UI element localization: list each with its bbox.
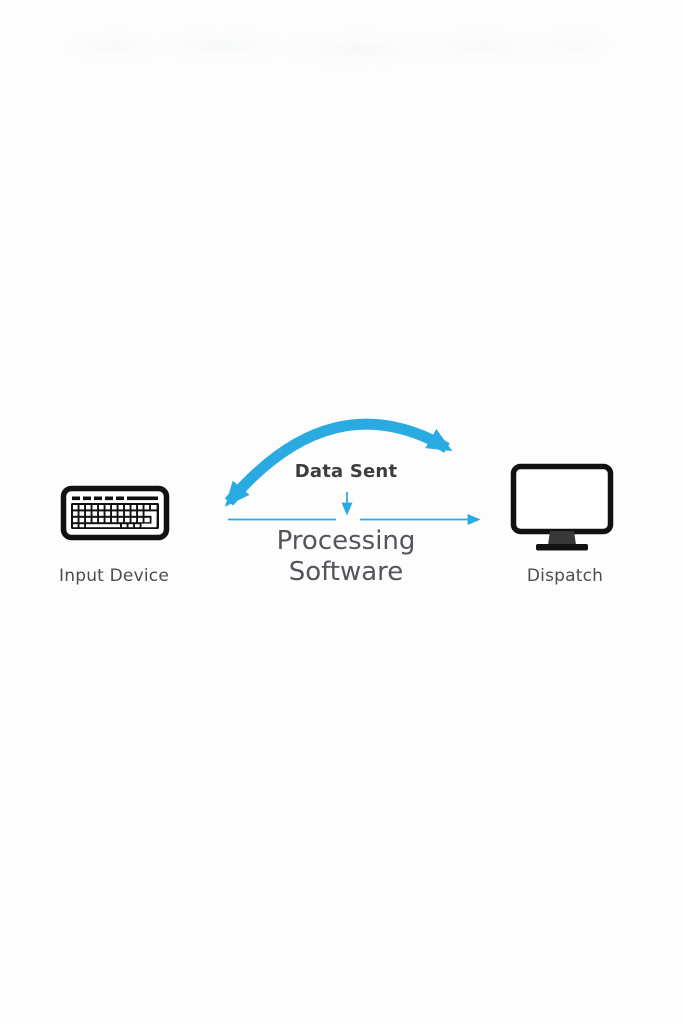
processing-software-label: Processing Software bbox=[276, 526, 416, 587]
dispatch-label: Dispatch bbox=[526, 566, 604, 586]
monitor-icon bbox=[510, 463, 614, 551]
keyboard-icon bbox=[60, 485, 170, 541]
input-device-label: Input Device bbox=[59, 566, 169, 586]
data-sent-label: Data Sent bbox=[294, 461, 398, 482]
ghost-text-smudge bbox=[58, 30, 603, 64]
curved-data-arrow bbox=[224, 418, 453, 507]
